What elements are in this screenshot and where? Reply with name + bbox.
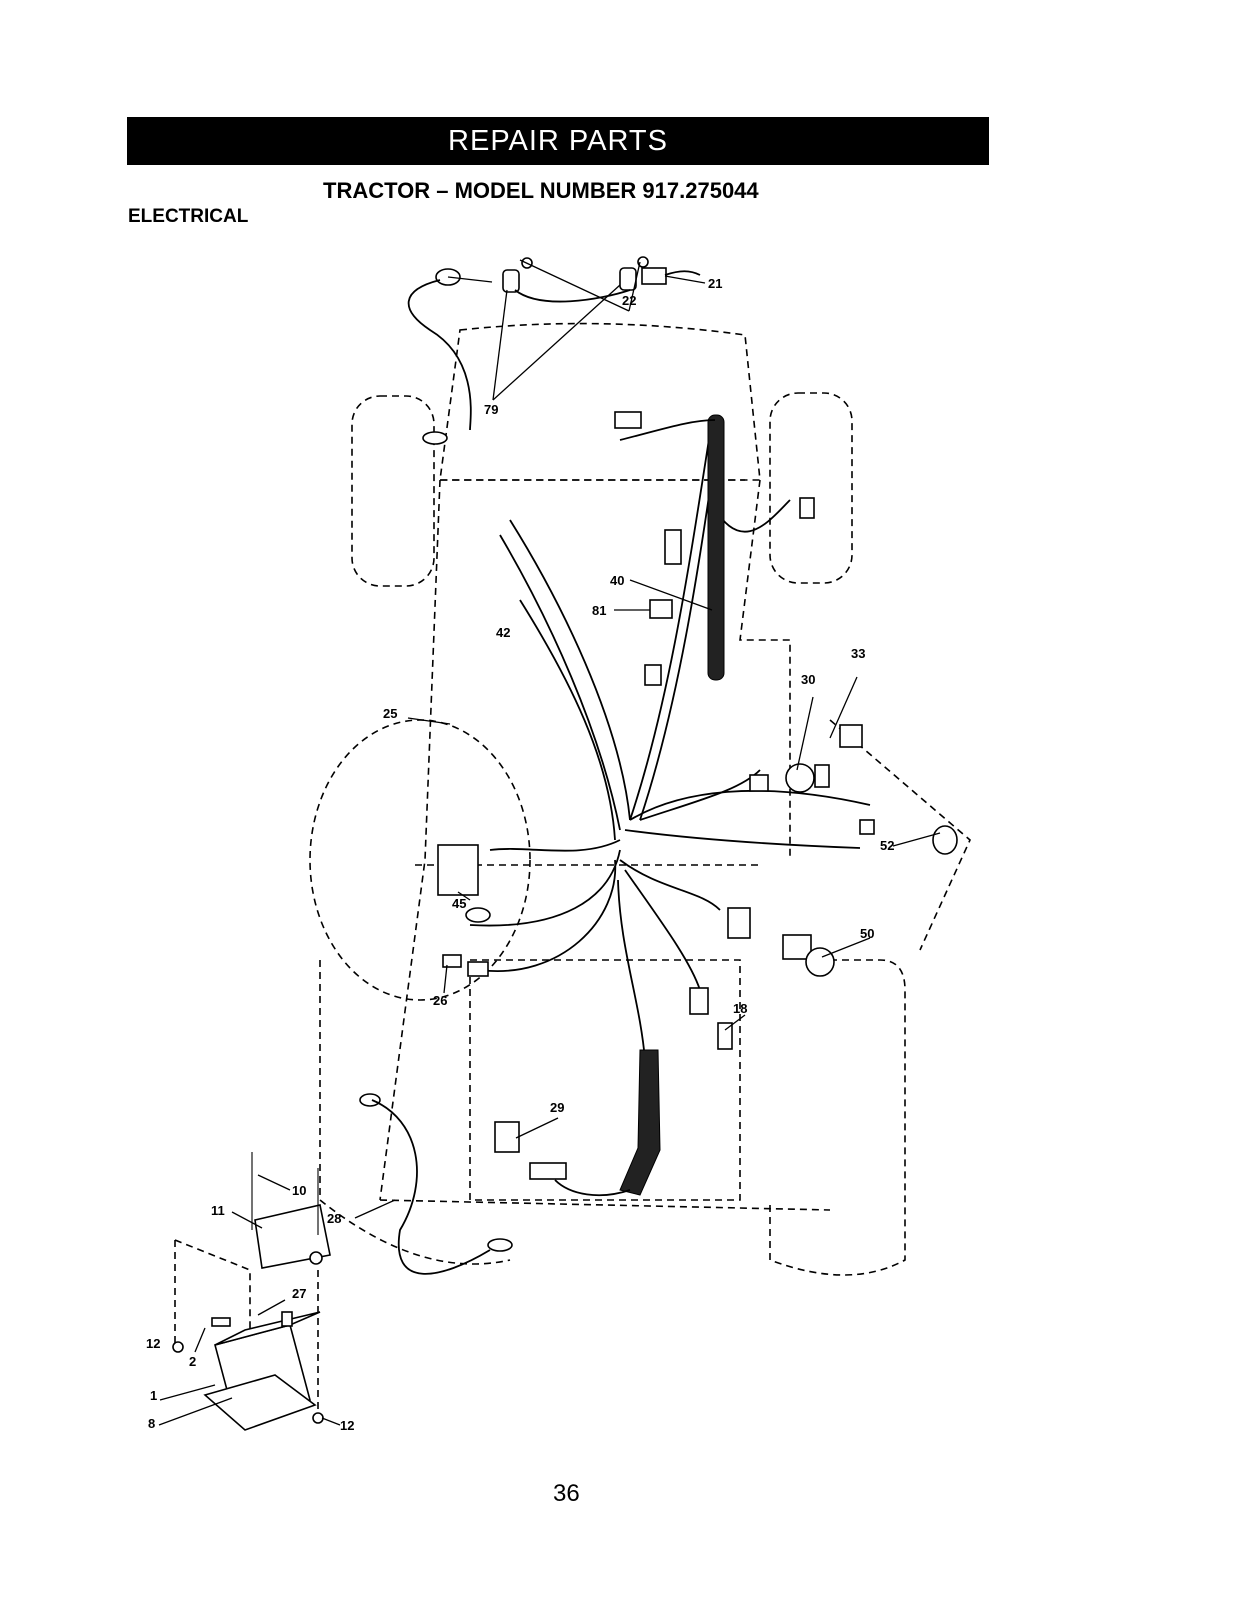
callout-81: 81 xyxy=(592,603,606,618)
callout-28: 28 xyxy=(327,1211,341,1226)
callout-12-right: 12 xyxy=(340,1418,354,1433)
callout-8: 8 xyxy=(148,1416,155,1431)
callout-11: 11 xyxy=(211,1203,225,1218)
headlight-assembly xyxy=(503,257,700,302)
callout-labels: 22 21 79 40 81 42 33 30 25 52 45 50 26 1… xyxy=(146,276,894,1433)
callout-42: 42 xyxy=(496,625,510,640)
callout-25: 25 xyxy=(383,706,397,721)
callout-26: 26 xyxy=(433,993,447,1008)
callout-27: 27 xyxy=(292,1286,306,1301)
callout-79: 79 xyxy=(484,402,498,417)
callout-50: 50 xyxy=(860,926,874,941)
callout-29: 29 xyxy=(550,1100,564,1115)
callout-33: 33 xyxy=(851,646,865,661)
callout-12-left: 12 xyxy=(146,1336,160,1351)
callout-52: 52 xyxy=(880,838,894,853)
callout-45: 45 xyxy=(452,896,466,911)
callout-18: 18 xyxy=(733,1001,747,1016)
callout-10: 10 xyxy=(292,1183,306,1198)
callout-21: 21 xyxy=(708,276,722,291)
callout-2: 2 xyxy=(189,1354,196,1369)
connector-parts xyxy=(360,498,957,1274)
callout-40: 40 xyxy=(610,573,624,588)
ignition-cable xyxy=(409,269,471,444)
page-number: 36 xyxy=(553,1480,580,1508)
callout-22: 22 xyxy=(622,293,636,308)
callout-30: 30 xyxy=(801,672,815,687)
callout-1: 1 xyxy=(150,1388,157,1403)
